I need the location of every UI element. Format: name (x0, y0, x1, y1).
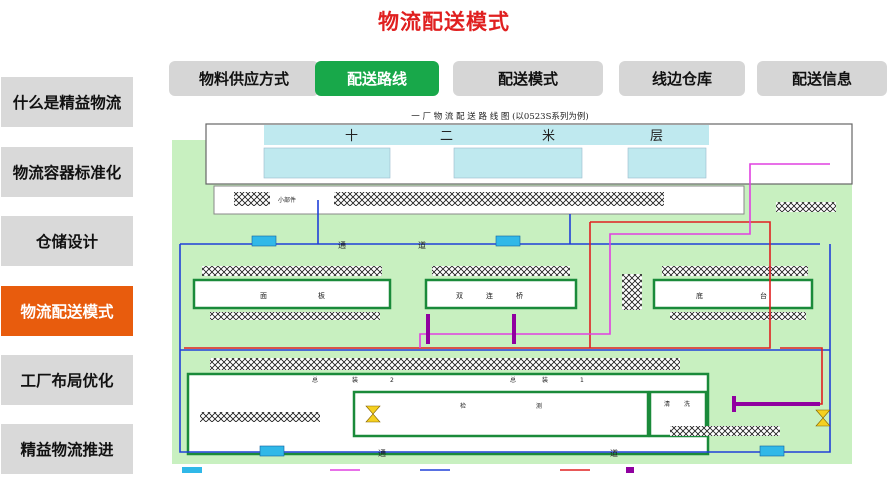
zone-label: 清 (664, 400, 670, 408)
blue-buffer-rack (759, 445, 785, 457)
zone-label: 测 (536, 402, 542, 410)
lineside-racks (670, 426, 780, 436)
tab-supply-method[interactable]: 物料供应方式 (169, 61, 319, 96)
magenta-delivery-route (419, 163, 830, 348)
lift-icon (815, 409, 831, 427)
preinstall-area (453, 147, 583, 179)
preinstall-area (627, 147, 707, 179)
purple-delivery-route (426, 314, 516, 344)
zone-label: 总 (510, 376, 516, 384)
delivery-route-diagram: 一 厂 物 流 配 送 路 线 图 (以0523S系列为例) 十 二 米 层 小… (170, 104, 880, 476)
lineside-racks (200, 412, 320, 422)
legend-swatch (182, 467, 202, 473)
station-jiance (352, 390, 650, 438)
zone-label: 1 (580, 377, 584, 384)
zone-label: 检 (460, 402, 466, 410)
zone-label: 总 (312, 376, 318, 384)
page-title: 物流配送模式 (378, 10, 510, 34)
zone-label: 板 (318, 291, 325, 300)
side-item-container-standardization[interactable]: 物流容器标准化 (1, 147, 133, 197)
lineside-racks (432, 266, 570, 276)
crane-label-char: 米 (542, 129, 555, 144)
lineside-racks (210, 312, 380, 320)
blue-buffer-rack (259, 445, 285, 457)
zone-label: 装 (352, 376, 358, 384)
crane-label-char: 十 (345, 129, 358, 144)
zone-label: 台 (760, 291, 767, 300)
tab-delivery-mode[interactable]: 配送模式 (453, 61, 603, 96)
crane-label-char: 层 (650, 129, 663, 144)
preinstall-area (263, 147, 391, 179)
passage-label: 通 (378, 448, 386, 458)
zone-label: 连 (486, 291, 493, 300)
lineside-racks (202, 266, 382, 276)
rack-row (334, 192, 664, 206)
passage-label: 通 (338, 240, 346, 250)
rack-row (776, 202, 836, 212)
small-parts-label: 小部件 (278, 196, 296, 204)
tab-lineside-warehouse[interactable]: 线边仓库 (619, 61, 745, 96)
lineside-racks (670, 312, 806, 320)
zone-label: 底 (696, 291, 703, 300)
side-item-factory-layout[interactable]: 工厂布局优化 (1, 355, 133, 405)
zone-label: 2 (390, 377, 394, 384)
station-shuanglianqiao (424, 278, 578, 310)
lineside-racks (662, 266, 808, 276)
station-mianban (192, 278, 392, 310)
zone-label: 面 (260, 292, 267, 300)
red-delivery-route (184, 221, 771, 349)
blue-delivery-route (317, 200, 571, 244)
lineside-racks (210, 358, 680, 370)
tab-delivery-info[interactable]: 配送信息 (757, 61, 887, 96)
zone-label: 桥 (516, 291, 523, 300)
rack-row (234, 192, 270, 206)
tab-delivery-route[interactable]: 配送路线 (315, 61, 439, 96)
side-item-delivery-mode[interactable]: 物流配送模式 (1, 286, 133, 336)
crane-label-char: 二 (440, 129, 453, 144)
blue-buffer-rack (495, 235, 521, 247)
zone-label: 双 (456, 292, 463, 300)
buffer-racks (622, 274, 642, 310)
legend-strip (172, 466, 852, 474)
passage-label: 道 (418, 240, 426, 250)
legend-swatch (626, 467, 634, 473)
side-item-lean-promotion[interactable]: 精益物流推进 (1, 424, 133, 474)
side-item-what-is-lean-logistics[interactable]: 什么是精益物流 (1, 77, 133, 127)
station-ditai (652, 278, 814, 310)
passage-label: 道 (610, 448, 618, 458)
lift-icon (365, 405, 381, 423)
zone-label: 装 (542, 376, 548, 384)
purple-delivery-route (732, 396, 820, 412)
side-item-warehouse-design[interactable]: 仓储设计 (1, 216, 133, 266)
diagram-title: 一 厂 物 流 配 送 路 线 图 (以0523S系列为例) (411, 111, 588, 122)
blue-buffer-rack (251, 235, 277, 247)
zone-label: 洗 (684, 400, 690, 408)
